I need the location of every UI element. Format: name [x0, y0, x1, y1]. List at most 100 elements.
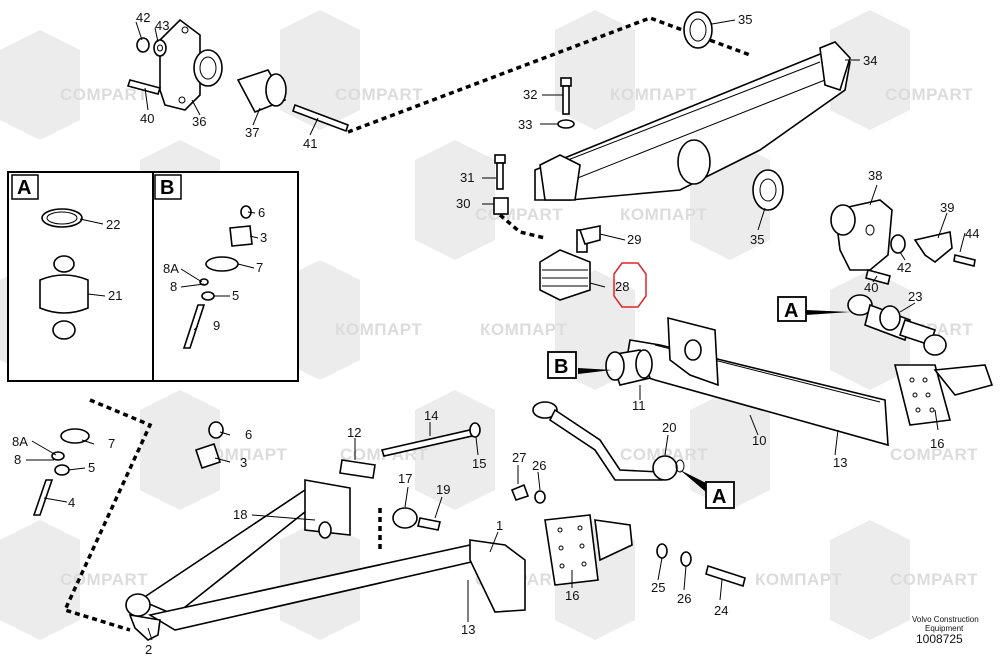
watermark-text: COMPART	[885, 85, 973, 104]
inset-b: B	[152, 171, 299, 382]
callout-36: 36	[192, 114, 206, 129]
callout-8: 8	[14, 452, 21, 467]
callout-40: 40	[140, 111, 154, 126]
svg-text:B: B	[554, 356, 568, 378]
dash-line	[62, 398, 153, 632]
rubber-mount-28	[539, 229, 591, 301]
callout-8a: 8A	[12, 434, 28, 449]
bolt-19	[417, 517, 441, 531]
callout-22: 22	[106, 217, 120, 232]
callout-7: 7	[256, 260, 263, 275]
bushing-3	[194, 421, 224, 470]
rod-11	[605, 349, 653, 386]
highlight-callout-28	[613, 262, 647, 308]
bracket-16	[544, 514, 633, 586]
callout-16: 16	[930, 436, 944, 451]
callout-23: 23	[908, 289, 922, 304]
callout-9: 9	[213, 318, 220, 333]
callout-3: 3	[260, 230, 267, 245]
callout-12: 12	[347, 425, 361, 440]
callout-38: 38	[868, 168, 882, 183]
callout-5: 5	[232, 288, 239, 303]
inset-a-label: A	[17, 177, 31, 199]
svg-text:A: A	[784, 300, 798, 322]
callout-6: 6	[245, 427, 252, 442]
watermark-text: COMPART	[335, 85, 423, 104]
watermark-text: КОМПАРТ	[200, 445, 287, 464]
fastener-24	[656, 543, 746, 588]
callout-8: 8	[170, 279, 177, 294]
a-frame-1	[125, 479, 526, 641]
view-marker-a: A	[777, 296, 807, 322]
bracket-assembly-36	[126, 18, 350, 133]
callout-35: 35	[750, 232, 764, 247]
bracket-16	[893, 364, 994, 426]
washer-17	[392, 507, 418, 529]
beam-10	[624, 316, 889, 447]
callout-13: 13	[833, 455, 847, 470]
callout-35: 35	[738, 12, 752, 27]
callout-24: 24	[714, 603, 728, 618]
watermark-text: КОМПАРТ	[755, 570, 842, 589]
callout-21: 21	[108, 288, 122, 303]
callout-26: 26	[532, 458, 546, 473]
footer-brand-line2: Equipment	[925, 624, 964, 633]
bolt-32	[557, 77, 575, 129]
inset-a: A	[7, 171, 154, 382]
callout-14: 14	[424, 408, 438, 423]
callout-27: 27	[512, 450, 526, 465]
fastener-27	[510, 483, 546, 504]
callout-34: 34	[863, 53, 877, 68]
rod-20	[532, 401, 685, 481]
callout-42: 42	[897, 260, 911, 275]
callout-15: 15	[472, 456, 486, 471]
callout-37: 37	[245, 125, 259, 140]
footer-drawing-number: 1008725	[916, 632, 963, 646]
callout-26: 26	[677, 591, 691, 606]
view-arrows	[578, 310, 850, 492]
plate-12	[339, 459, 376, 479]
callout-10: 10	[752, 433, 766, 448]
callout-6: 6	[258, 205, 265, 220]
callout-7: 7	[108, 436, 115, 451]
footer-brand-line1: Volvo Construction	[912, 615, 979, 624]
callout-19: 19	[436, 482, 450, 497]
callout-16: 16	[565, 588, 579, 603]
watermark-text: COMPART	[475, 205, 563, 224]
washer-15	[469, 422, 481, 438]
callout-25: 25	[651, 580, 665, 595]
callout-2: 2	[145, 642, 152, 657]
watermark-text: COMPART	[620, 445, 708, 464]
watermark-text: COMPART	[890, 570, 978, 589]
inset-b-label: B	[160, 177, 174, 199]
bolt-assembly-7	[32, 428, 90, 516]
callout-39: 39	[940, 200, 954, 215]
callout-8a: 8A	[163, 261, 179, 276]
bracket-29	[578, 225, 601, 245]
view-marker-a: A	[705, 481, 735, 509]
torque-rod-23	[847, 294, 947, 356]
bolt-31	[493, 154, 509, 215]
callout-4: 4	[68, 495, 75, 510]
bracket-assembly-38	[830, 199, 976, 285]
callout-31: 31	[460, 170, 474, 185]
crossmember-34	[534, 41, 851, 201]
bushing-35	[683, 11, 784, 211]
watermark-text: КОМПАРТ	[610, 85, 697, 104]
callout-3: 3	[240, 455, 247, 470]
callout-43: 43	[155, 18, 169, 33]
callout-32: 32	[523, 87, 537, 102]
callout-41: 41	[303, 136, 317, 151]
callout-42: 42	[136, 10, 150, 25]
callout-33: 33	[518, 117, 532, 132]
callout-28: 28	[615, 279, 629, 294]
callout-20: 20	[662, 420, 676, 435]
watermark-text: COMPART	[890, 445, 978, 464]
callout-1: 1	[496, 518, 503, 533]
callout-5: 5	[88, 460, 95, 475]
callout-40: 40	[864, 280, 878, 295]
leader-lines	[26, 19, 966, 641]
callout-13: 13	[461, 622, 475, 637]
callout-17: 17	[398, 471, 412, 486]
